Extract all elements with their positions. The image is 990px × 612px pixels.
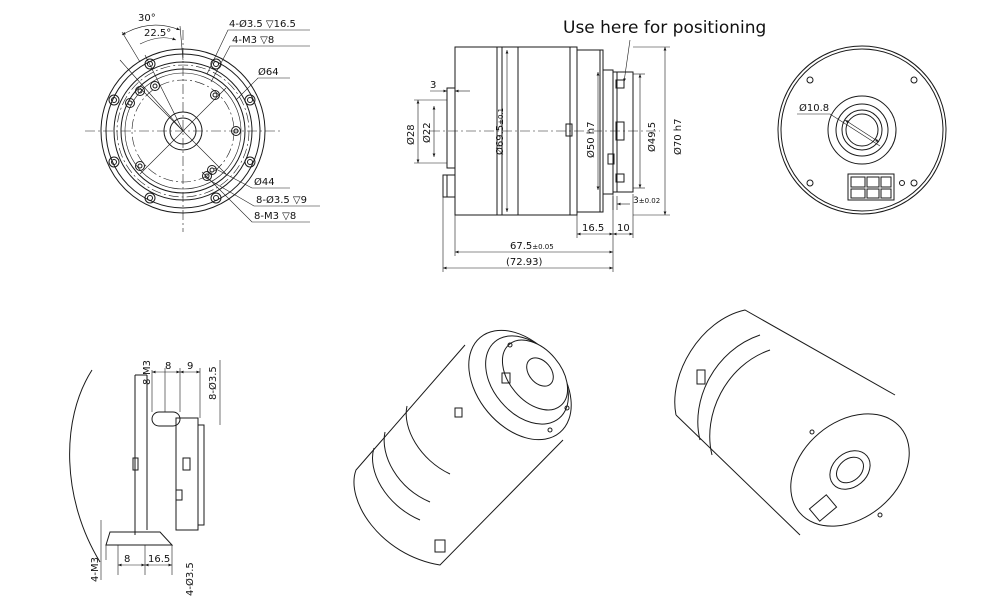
d64-label: Ø64 — [258, 66, 279, 78]
section-view: 8-M3 8 9 8-Ø3.5 4-M3 8 16.5 4-Ø3.5 — [69, 360, 221, 596]
top-9-label: 9 — [187, 361, 193, 372]
holes-4-m3-label: 4-M3 ▽8 — [232, 35, 274, 46]
dim-10-label: 10 — [617, 223, 630, 234]
holes-8-m3-label: 8-M3 ▽8 — [254, 211, 296, 222]
d10-8-label: Ø10.8 — [799, 102, 829, 114]
holes-8-d35-label: 8-Ø3.5 ▽9 — [256, 194, 307, 206]
bot-4-d35-label: 4-Ø3.5 — [184, 562, 196, 596]
iso-view-rear — [674, 309, 910, 536]
bot-8-label: 8 — [124, 554, 130, 565]
d22-label: Ø22 — [421, 122, 433, 143]
dim-16-5-label: 16.5 — [582, 223, 604, 234]
rear-view: Ø10.8 — [777, 45, 947, 215]
positioning-annotation: Use here for positioning — [563, 18, 766, 38]
top-8-label: 8 — [165, 361, 171, 372]
d69-5-label: Ø69.5±0.1 — [494, 108, 506, 155]
front-view: 30° 22.5° 4-Ø3.5 ▽16.5 4-M3 ▽8 Ø64 Ø44 8… — [85, 13, 320, 232]
d49-5-label: Ø49.5 — [646, 122, 658, 152]
top-8-d35-label: 8-Ø3.5 — [207, 366, 219, 400]
side-view: Ø28 Ø22 3 Ø69.5±0.1 Ø50 h7 Ø49.5 Ø70 h7 … — [405, 18, 766, 272]
angle-30-label: 30° — [138, 13, 156, 24]
d50-label: Ø50 h7 — [585, 122, 597, 158]
iso-view-front — [353, 329, 572, 566]
d28-label: Ø28 — [405, 124, 417, 145]
holes-4-d35-label: 4-Ø3.5 ▽16.5 — [229, 18, 296, 30]
d44-label: Ø44 — [254, 176, 275, 188]
dim-3-tol-label: 3±0.02 — [633, 196, 660, 206]
bot-16-5-label: 16.5 — [148, 554, 170, 565]
angle-22-5-label: 22.5° — [144, 28, 171, 39]
dim-67-5-label: 67.5±0.05 — [510, 241, 554, 252]
d70-label: Ø70 h7 — [672, 119, 684, 155]
top-8-m3-label: 8-M3 — [142, 360, 153, 385]
dim-3-label: 3 — [430, 80, 436, 91]
dim-72-93-label: (72.93) — [506, 257, 543, 268]
bot-4-m3-label: 4-M3 — [90, 557, 101, 582]
